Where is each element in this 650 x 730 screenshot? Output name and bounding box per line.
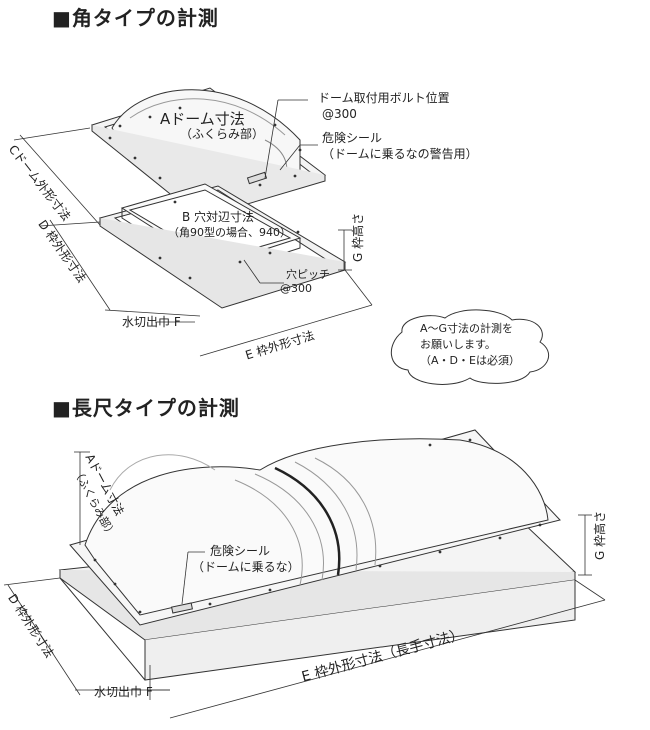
hole-pitch-label: 穴ピッチ [286, 268, 330, 281]
square-dome-assembly [90, 87, 327, 219]
hole-pitch-value: @300 [280, 282, 312, 295]
callout-line-2: お願いします。 [420, 338, 496, 351]
square-danger-label: 危険シール [322, 131, 383, 145]
long-dome [69, 429, 561, 626]
callout-cloud [391, 309, 550, 385]
square-g-label: G 枠高さ [351, 212, 365, 262]
long-danger-label: 危険シール [210, 544, 271, 558]
square-dimension-lines [13, 99, 373, 357]
long-f-label: 水切出巾 F [94, 685, 153, 699]
bolt-position-label: ドーム取付用ボルト位置 [318, 91, 450, 105]
callout-line-1: A～G寸法の計測を [420, 322, 514, 335]
long-danger-sublabel: （ドームに乗るな） [192, 560, 300, 574]
square-a-label: Aドーム寸法 [160, 110, 245, 128]
bolt-pitch-label: @300 [322, 107, 357, 121]
long-type-title: ■長尺タイプの計測 [52, 396, 240, 420]
callout-line-3: （A・D・Eは必須） [420, 354, 520, 367]
square-type-title: ■角タイプの計測 [52, 6, 219, 30]
long-g-label: G 枠高さ [593, 510, 607, 560]
square-frame [98, 183, 347, 309]
square-a-sublabel: （ふくらみ部） [180, 127, 265, 141]
square-b-sublabel: （角90型の場合、940） [168, 226, 291, 239]
square-danger-sublabel: （ドームに乗るなの警告用） [322, 147, 478, 161]
square-f-label: 水切出巾 F [122, 315, 181, 329]
square-b-label: B 穴対辺寸法 [182, 210, 255, 224]
long-dimension-lines [3, 451, 606, 719]
